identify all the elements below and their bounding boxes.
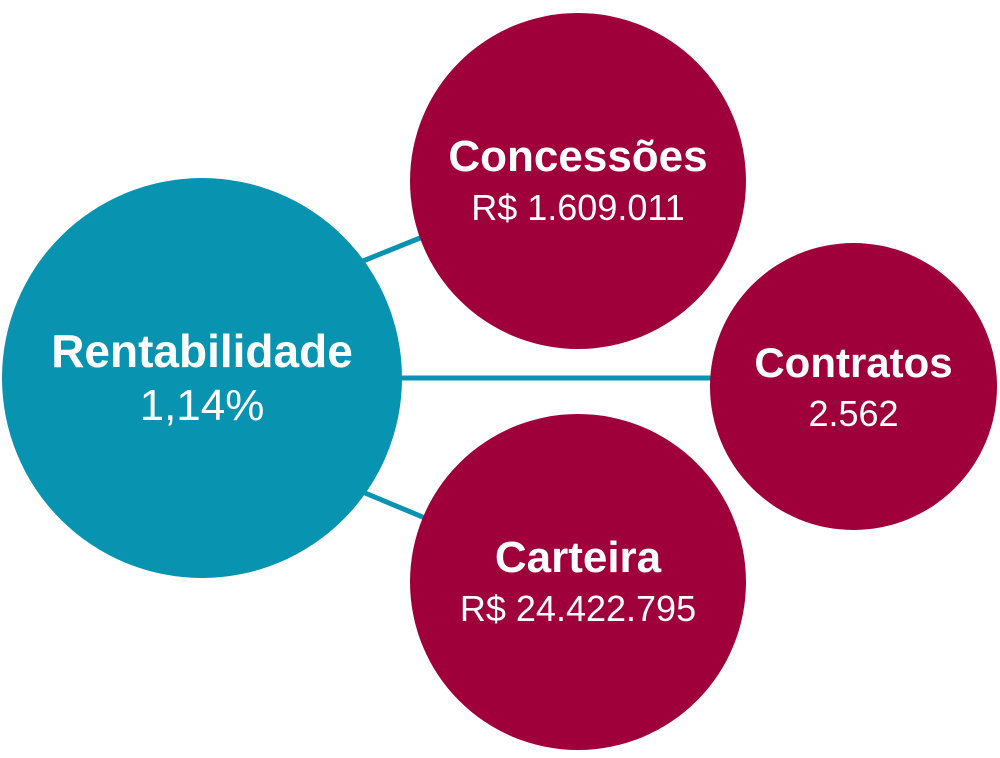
contratos-node: Contratos 2.562 (710, 243, 997, 530)
rentabilidade-title: Rentabilidade (51, 325, 353, 377)
rentabilidade-value: 1,14% (139, 381, 265, 430)
concessoes-value: R$ 1.609.011 (471, 187, 685, 228)
contratos-title: Contratos (754, 338, 953, 386)
rentabilidade-node: Rentabilidade 1,14% (2, 178, 402, 578)
carteira-value: R$ 24.422.795 (459, 588, 697, 629)
carteira-title: Carteira (494, 533, 662, 582)
carteira-node: Carteira R$ 24.422.795 (410, 414, 746, 750)
concessoes-title: Concessões (448, 132, 708, 181)
concessoes-node: Concessões R$ 1.609.011 (410, 13, 746, 349)
connector-concessoes (357, 233, 426, 266)
connector-carteira (364, 490, 426, 521)
contratos-value: 2.562 (808, 392, 899, 434)
